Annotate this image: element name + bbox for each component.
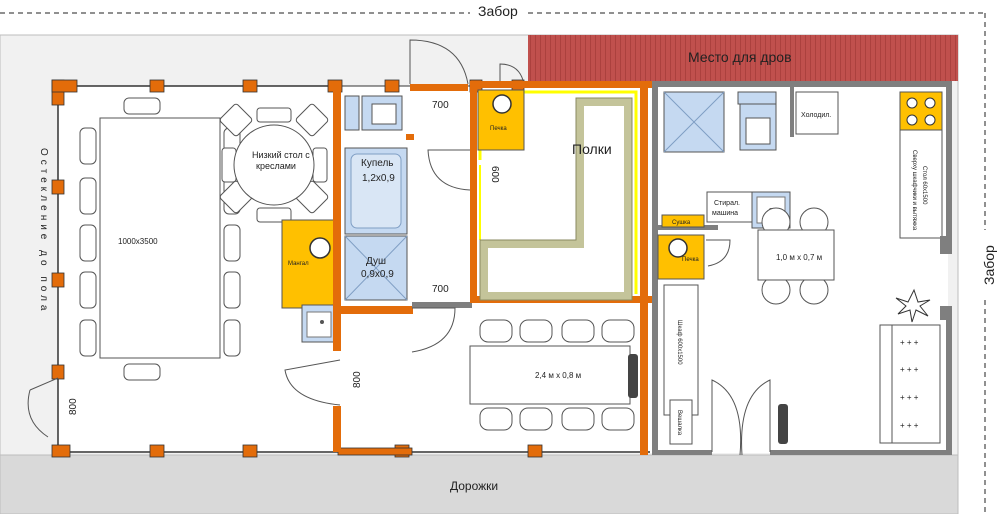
bath-walls [333, 84, 472, 452]
radiator-kitchen [778, 404, 788, 444]
svg-text:+ + +: + + + [900, 393, 919, 402]
kitchen-toilet [737, 91, 777, 151]
door-kitchen-inner[interactable] [706, 239, 731, 267]
washer-label-2: машина [712, 210, 738, 217]
fence-right-label: Забор [981, 245, 997, 285]
door-bath-bottom[interactable] [284, 359, 341, 406]
dim-600: 600 [489, 166, 500, 183]
kitchen-table-label: 1,0 м х 0,7 м [776, 253, 822, 262]
kitchen-shower [663, 91, 725, 153]
firewood-label: Место для дров [688, 49, 792, 65]
paths-label: Дорожки [450, 479, 498, 493]
door-top-entry[interactable] [409, 39, 469, 85]
dim-700-top: 700 [432, 100, 449, 111]
door-bath-corridor[interactable] [411, 307, 456, 353]
wardrobe-label: Шкаф 600х1500 [676, 320, 682, 365]
washer-label-1: Стирал. [714, 200, 740, 207]
counter-label-2: Сверху шкафчики и вытяжка [911, 150, 917, 231]
fridge-label: Холодил. [801, 112, 831, 119]
sauna-stove-label: Печка [490, 126, 507, 132]
shelves-label: Полки [572, 141, 612, 157]
dim-800-mid: 800 [352, 371, 363, 388]
dim-700-mid: 700 [432, 284, 449, 295]
cooktop-burners [906, 97, 936, 126]
washer [706, 191, 754, 223]
cooktop [899, 91, 943, 131]
shower-label: Душ [366, 256, 386, 267]
door-kitchen-entry[interactable] [711, 379, 771, 456]
font-bath: Купель 1,2x0,9 [344, 147, 408, 235]
fridge [795, 91, 839, 135]
grill-label: Мангал [288, 261, 309, 267]
dryer-label: Сушка [672, 220, 691, 226]
shower-size: 0,9x0,9 [361, 269, 394, 280]
big-table: 1000x3500 [79, 97, 241, 381]
svg-text:+ + +: + + + [900, 338, 919, 347]
shower: Душ 0,9x0,9 [344, 235, 408, 301]
sofa: + + + + + + + + + + + + [879, 324, 941, 444]
toilet-bath [344, 95, 403, 131]
wardrobe [663, 284, 699, 416]
font-bath-size: 1,2x0,9 [362, 173, 395, 184]
radiator-lounge [628, 354, 638, 398]
big-table-label: 1000x3500 [118, 237, 158, 246]
paths-area [0, 454, 959, 514]
kitchen-table [757, 207, 835, 305]
dryer [661, 214, 705, 228]
hanger-label: Вешалка [676, 410, 682, 436]
font-bath-label: Купель [361, 158, 394, 169]
door-sauna-top[interactable] [499, 63, 525, 85]
fence-top-label: Забор [478, 3, 518, 19]
lounge-table [469, 319, 635, 431]
dim-800-left: 800 [68, 398, 79, 415]
svg-text:+ + +: + + + [900, 365, 919, 374]
door-left-terrace[interactable] [27, 377, 59, 438]
counter-label-1: Стол 60х1500 [921, 166, 927, 205]
sink-terrace [301, 304, 335, 343]
firewood-area [528, 35, 958, 81]
window-markers [51, 79, 543, 458]
low-table [219, 103, 329, 223]
glazing-label: Остекление до пола [38, 148, 49, 314]
kitchen-stove-label: Печка [682, 257, 699, 263]
fence-outline [0, 12, 986, 514]
svg-text:+ + +: + + + [900, 421, 919, 430]
door-sauna[interactable] [427, 149, 471, 191]
lounge-table-label: 2,4 м х 0,8 м [535, 371, 581, 380]
plant [895, 288, 931, 323]
hanger [669, 399, 693, 445]
